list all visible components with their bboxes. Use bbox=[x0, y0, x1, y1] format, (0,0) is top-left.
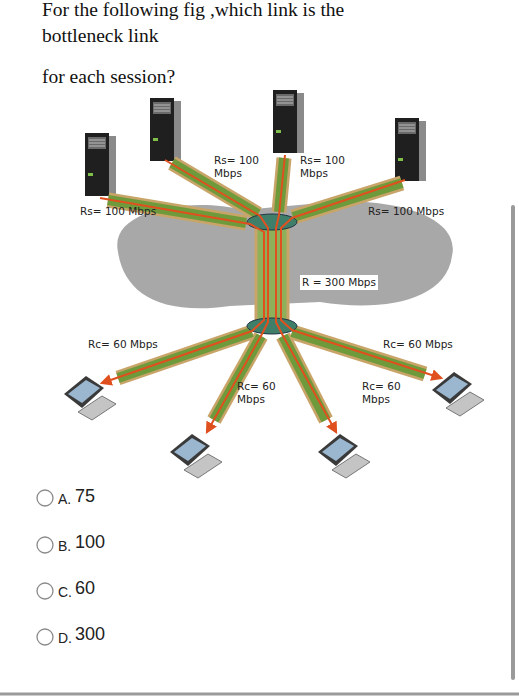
shared-link bbox=[256, 224, 288, 324]
rate-label: Rc= 60 Mbps bbox=[88, 338, 158, 351]
router bbox=[247, 318, 297, 334]
question-title: For the following fig ,which link is the… bbox=[42, 0, 417, 49]
option-letter: A. bbox=[58, 490, 71, 508]
option-letter: B. bbox=[58, 537, 71, 555]
client bbox=[318, 434, 370, 478]
rate-label: Rs= 100 Mbps bbox=[300, 154, 356, 180]
option-letter: D. bbox=[58, 629, 72, 647]
option-value: 300 bbox=[75, 623, 105, 645]
flow-lines bbox=[100, 155, 441, 432]
rate-label: Rs= 100 Mbps bbox=[80, 205, 156, 218]
server bbox=[273, 90, 304, 153]
radio-buttons bbox=[37, 490, 53, 645]
server bbox=[85, 133, 116, 196]
rate-label: Rc= 60 Mbps bbox=[237, 380, 289, 406]
option-value: 75 bbox=[75, 485, 95, 507]
option-value: 100 bbox=[75, 531, 105, 553]
rate-label: Rs= 100 Mbps bbox=[368, 205, 444, 218]
client bbox=[432, 372, 484, 416]
scrollbar bbox=[511, 205, 515, 680]
rate-label: Rs= 100 Mbps bbox=[214, 154, 270, 180]
client bbox=[170, 434, 222, 478]
option-value: 60 bbox=[75, 577, 95, 599]
bottom-rule bbox=[0, 693, 519, 696]
question-text: for each session? bbox=[42, 64, 175, 90]
link-pipes bbox=[108, 158, 425, 420]
server bbox=[395, 118, 426, 181]
rate-label: R = 300 Mbps bbox=[300, 275, 378, 290]
option-letter: C. bbox=[58, 583, 72, 601]
rate-label: Rc= 60 Mbps bbox=[383, 338, 453, 351]
rate-label: Rc= 60 Mbps bbox=[362, 380, 414, 406]
client bbox=[64, 376, 116, 420]
server bbox=[150, 98, 181, 161]
